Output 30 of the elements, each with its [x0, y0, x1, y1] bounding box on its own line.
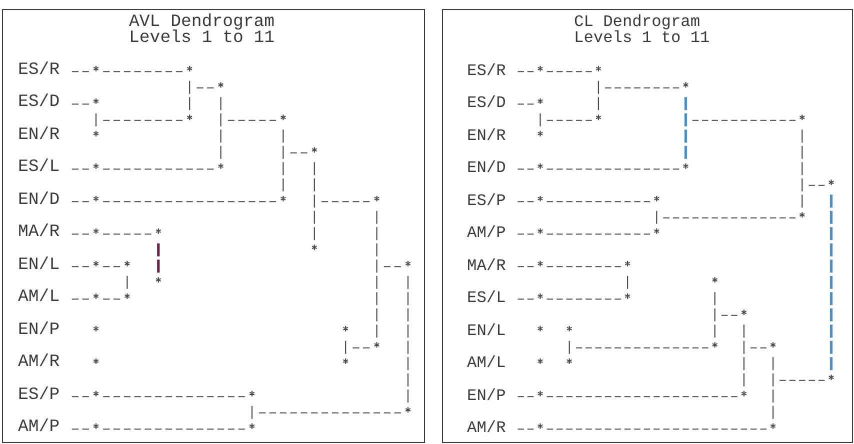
leaf-label: ES/L	[18, 160, 60, 177]
leaf-label: ES/P	[18, 388, 60, 404]
leaf-label: EN/P	[467, 388, 506, 404]
leaf-label: AM/P	[467, 225, 506, 242]
leaf-label: MA/R	[467, 258, 506, 274]
leaf-label: EN/L	[18, 258, 60, 274]
leaf-label: EN/D	[467, 160, 506, 177]
leaf-label: AM/P	[18, 420, 60, 437]
dendrogram-panel	[2, 9, 425, 443]
leaf-label: EN/P	[18, 322, 60, 340]
panel-title: CL Dendrogram	[574, 14, 700, 30]
leaf-label: EN/R	[467, 128, 506, 144]
leaf-label: ES/P	[467, 192, 506, 210]
leaf-label: EN/L	[467, 322, 506, 340]
leaf-label: ES/R	[467, 62, 506, 80]
panel-subtitle: Levels 1 to 11	[574, 30, 710, 46]
panel-subtitle: Levels 1 to 11	[129, 31, 275, 47]
leaf-label: AM/L	[467, 355, 506, 372]
leaf-label: MA/R	[18, 225, 60, 242]
leaf-label: AM/R	[467, 420, 506, 437]
dendrogram-panel	[442, 9, 853, 443]
leaf-label: AM/L	[18, 290, 60, 307]
leaf-label: ES/D	[18, 95, 60, 112]
leaf-label: EN/D	[18, 192, 60, 210]
leaf-label: AM/R	[18, 355, 60, 372]
leaf-label: ES/D	[467, 95, 506, 112]
leaf-label: ES/L	[467, 290, 506, 307]
leaf-label: ES/R	[18, 62, 60, 80]
panel-title: AVL Dendrogram	[129, 15, 275, 31]
leaf-label: EN/R	[18, 128, 60, 144]
